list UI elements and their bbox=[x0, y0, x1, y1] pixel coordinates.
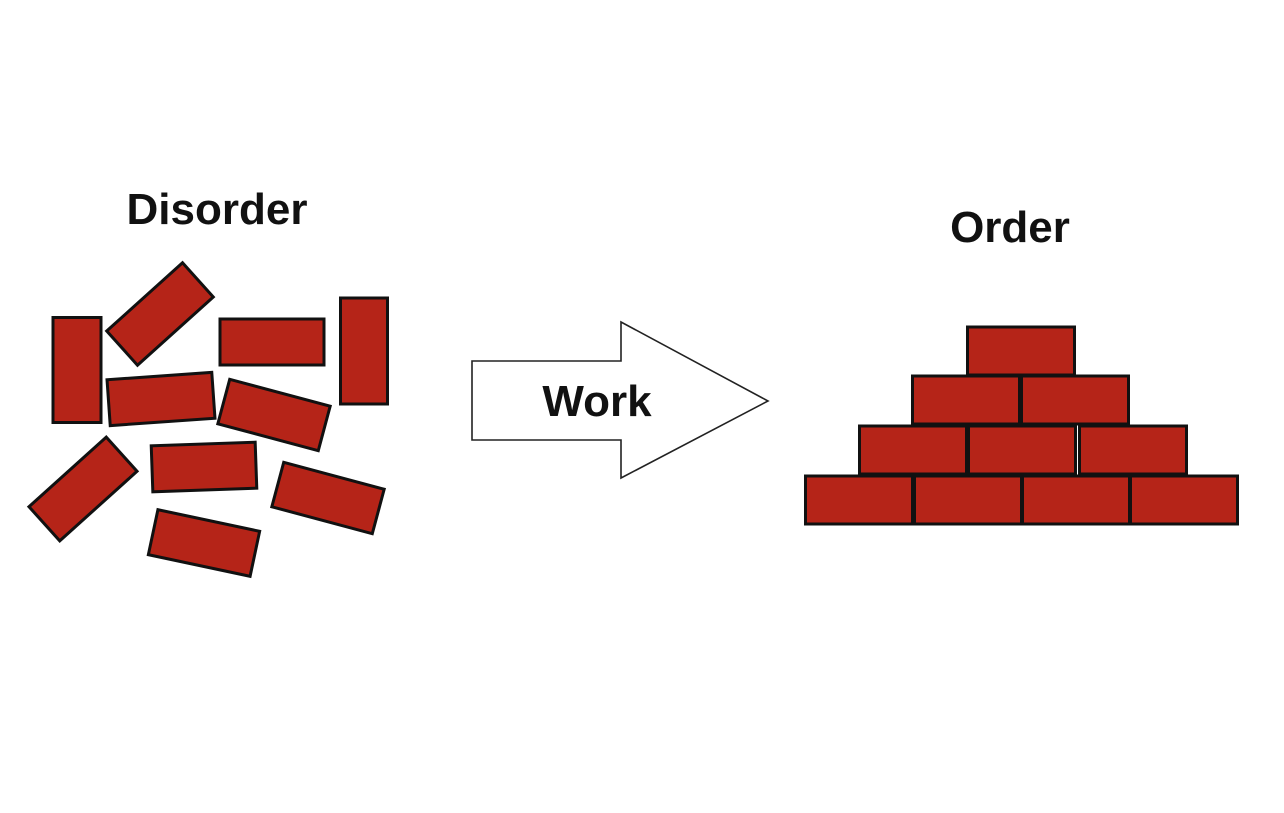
scattered-brick bbox=[215, 377, 333, 453]
stacked-brick bbox=[858, 424, 968, 476]
scattered-brick bbox=[104, 260, 216, 368]
stacked-brick bbox=[1021, 474, 1131, 526]
scattered-brick bbox=[146, 507, 262, 579]
stacked-brick bbox=[911, 374, 1021, 426]
scattered-brick bbox=[218, 317, 326, 367]
scattered-brick bbox=[51, 316, 103, 424]
order-label: Order bbox=[950, 203, 1070, 252]
stacked-brick bbox=[1129, 474, 1239, 526]
work-arrow: Work bbox=[471, 320, 770, 480]
scattered-brick bbox=[339, 296, 389, 406]
scattered-brick bbox=[149, 440, 259, 494]
stacked-brick bbox=[804, 474, 914, 526]
arrow-shape bbox=[471, 320, 770, 480]
work-label: Work bbox=[542, 377, 652, 426]
stacked-brick bbox=[913, 474, 1023, 526]
disorder-section: Disorder bbox=[26, 185, 389, 579]
scattered-brick bbox=[26, 434, 140, 544]
scattered-bricks-group bbox=[26, 260, 389, 579]
brick-pyramid-group bbox=[804, 325, 1239, 526]
stacked-brick bbox=[967, 424, 1077, 476]
scattered-brick bbox=[105, 370, 217, 428]
stacked-brick bbox=[1020, 374, 1130, 426]
order-section: Order bbox=[804, 203, 1239, 526]
stacked-brick bbox=[966, 325, 1076, 377]
stacked-brick bbox=[1078, 424, 1188, 476]
disorder-label: Disorder bbox=[127, 185, 308, 234]
scattered-brick bbox=[269, 460, 387, 536]
